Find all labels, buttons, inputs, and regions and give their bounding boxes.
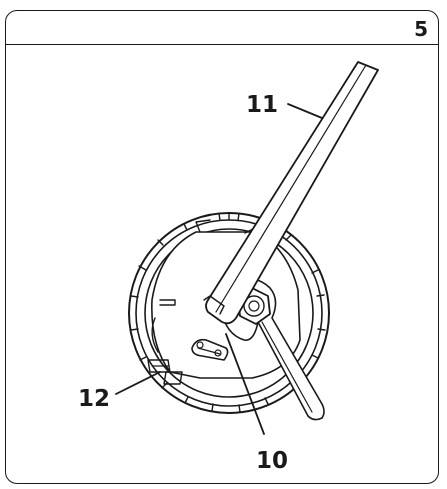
leader-line-12 <box>115 371 161 395</box>
callout-10: 10 <box>256 448 288 474</box>
leader-line-10 <box>225 333 265 435</box>
callout-12: 12 <box>78 386 110 412</box>
step-number: 5 <box>414 17 428 41</box>
leader-line-11 <box>287 103 323 119</box>
retaining-clip <box>191 338 229 361</box>
header-divider <box>6 44 438 45</box>
hex-key-11 <box>203 61 379 325</box>
step-frame: 5 <box>5 10 439 484</box>
callout-11: 11 <box>246 92 278 118</box>
